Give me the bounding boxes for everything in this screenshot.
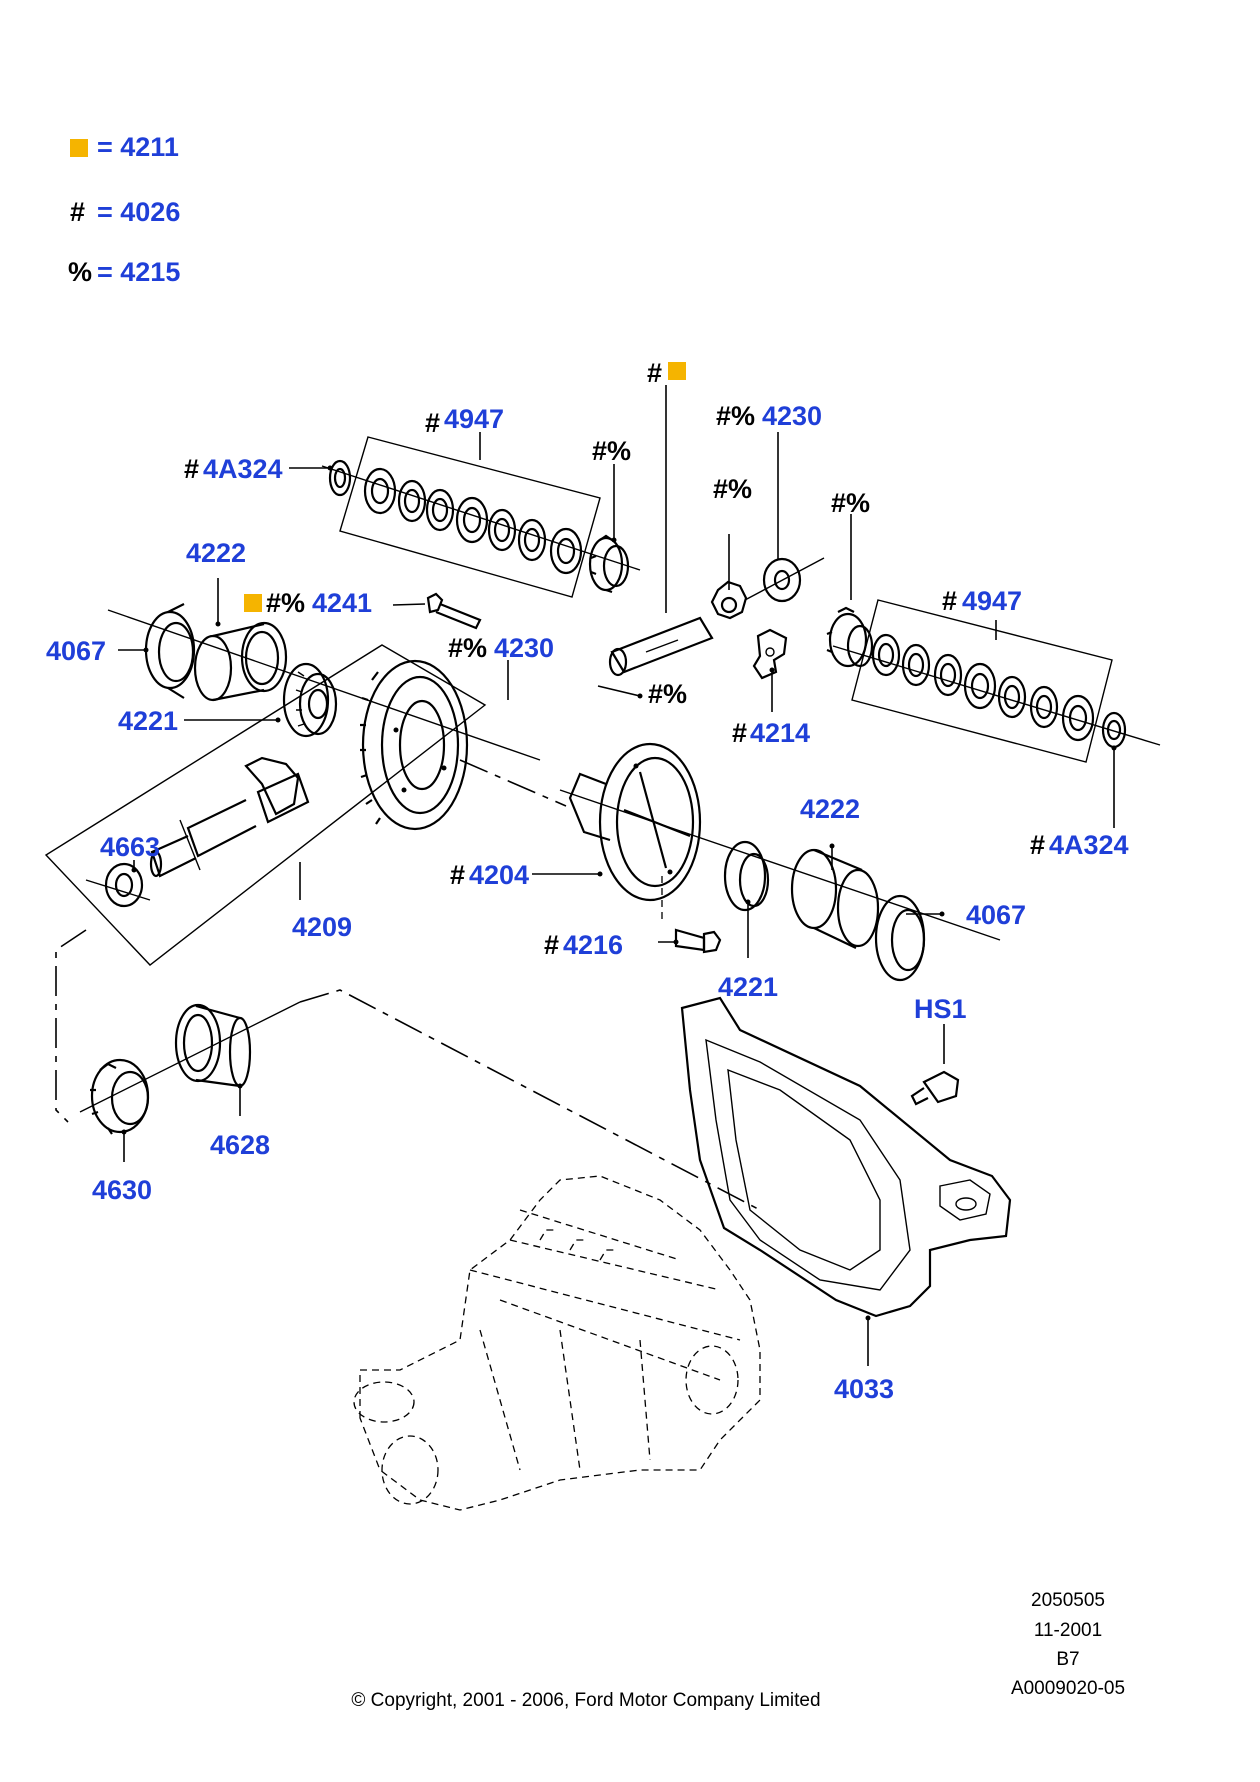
callout-4221-left: 4221 bbox=[118, 706, 178, 736]
callout-4663: 4663 bbox=[100, 832, 160, 862]
callout-hp-upper-gear: #% bbox=[592, 436, 631, 466]
upper-shim-group bbox=[321, 436, 641, 598]
footer-code: B7 bbox=[1056, 1649, 1079, 1670]
legend-percent-symbol: % bbox=[68, 257, 92, 287]
callout-hs1: HS1 bbox=[914, 994, 967, 1024]
footer-drawing-id: A0009020-05 bbox=[1011, 1678, 1125, 1699]
callout-4241: 4241 bbox=[312, 588, 372, 618]
footer-ref-number: 2050505 bbox=[1031, 1590, 1105, 1611]
callout-4947-right-prefix: # bbox=[942, 586, 957, 616]
callout-4067-left: 4067 bbox=[46, 636, 106, 666]
callout-4630: 4630 bbox=[92, 1175, 152, 1205]
callout-4204: 4204 bbox=[469, 860, 529, 890]
callout-4230-mid-prefix: #% bbox=[448, 633, 487, 663]
legend-orange-square-icon bbox=[70, 139, 88, 157]
axle-housing-ghost bbox=[353, 1175, 761, 1511]
callout-4230-mid: 4230 bbox=[494, 633, 554, 663]
callout-leaders bbox=[118, 432, 997, 1162]
callout-hp-lower-gear: #% bbox=[648, 679, 687, 709]
callout-4a324-left: 4A324 bbox=[203, 454, 283, 484]
bolt-4241 bbox=[392, 592, 482, 630]
rear-cover bbox=[680, 996, 1012, 1366]
leader-dots bbox=[121, 465, 1117, 1321]
callout-4a324-right: 4A324 bbox=[1049, 830, 1129, 860]
legend: = 4211 # = 4026 % = 4215 bbox=[68, 132, 180, 287]
callout-4a324-left-prefix: # bbox=[184, 454, 199, 484]
callout-hp-mid-gear: #% bbox=[713, 474, 752, 504]
callout-4214: 4214 bbox=[750, 718, 810, 748]
right-bearing-group bbox=[723, 840, 926, 982]
callout-hash-square: # bbox=[647, 358, 662, 388]
legend-hash-symbol: # bbox=[70, 197, 85, 227]
footer-date: 11-2001 bbox=[1034, 1620, 1102, 1641]
callout-4241-prefix: #% bbox=[266, 588, 305, 618]
callout-4216-prefix: # bbox=[544, 930, 559, 960]
callout-hp-right-gear: #% bbox=[831, 488, 870, 518]
callout-4230-top-prefix: #% bbox=[716, 401, 755, 431]
callout-4947-right: 4947 bbox=[962, 586, 1022, 616]
callout-4947-upper-prefix: # bbox=[425, 408, 440, 438]
pinion-bearing-group bbox=[55, 929, 761, 1211]
callout-4209: 4209 bbox=[292, 912, 352, 942]
callout-4067-right: 4067 bbox=[966, 900, 1026, 930]
callout-4947-upper: 4947 bbox=[444, 404, 504, 434]
footer: 2050505 11-2001 B7 A0009020-05 © Copyrig… bbox=[351, 1590, 1125, 1711]
footer-copyright: © Copyright, 2001 - 2006, Ford Motor Com… bbox=[351, 1690, 820, 1711]
ring-pinion-group bbox=[44, 644, 487, 966]
callout-4033: 4033 bbox=[834, 1374, 894, 1404]
diff-case bbox=[459, 742, 1001, 941]
legend-percent-value: = 4215 bbox=[97, 257, 180, 287]
legend-hash-value: = 4026 bbox=[97, 197, 180, 227]
callout-4241-square-icon bbox=[244, 594, 262, 612]
callout-4221-right: 4221 bbox=[718, 972, 778, 1002]
callout-4222-top: 4222 bbox=[186, 538, 246, 568]
pinion-shaft bbox=[608, 385, 714, 677]
callout-orange-square-icon bbox=[668, 362, 686, 380]
upper-pinion-gears bbox=[710, 432, 825, 712]
callout-4216: 4216 bbox=[563, 930, 623, 960]
legend-square-value: = 4211 bbox=[97, 132, 179, 162]
callout-4230-top: 4230 bbox=[762, 401, 822, 431]
right-shim-group bbox=[826, 514, 1161, 828]
callout-4204-prefix: # bbox=[450, 860, 465, 890]
callout-4628: 4628 bbox=[210, 1130, 270, 1160]
callout-4a324-right-prefix: # bbox=[1030, 830, 1045, 860]
bolt-hs1 bbox=[910, 1024, 960, 1106]
callout-4214-prefix: # bbox=[732, 718, 747, 748]
callout-4222-right: 4222 bbox=[800, 794, 860, 824]
left-bearing-group bbox=[107, 603, 541, 761]
callouts: # # 4947 # 4A324 #% #% 4230 #% #% 4222 #… bbox=[46, 358, 1129, 1404]
bolt-4216 bbox=[661, 876, 722, 954]
